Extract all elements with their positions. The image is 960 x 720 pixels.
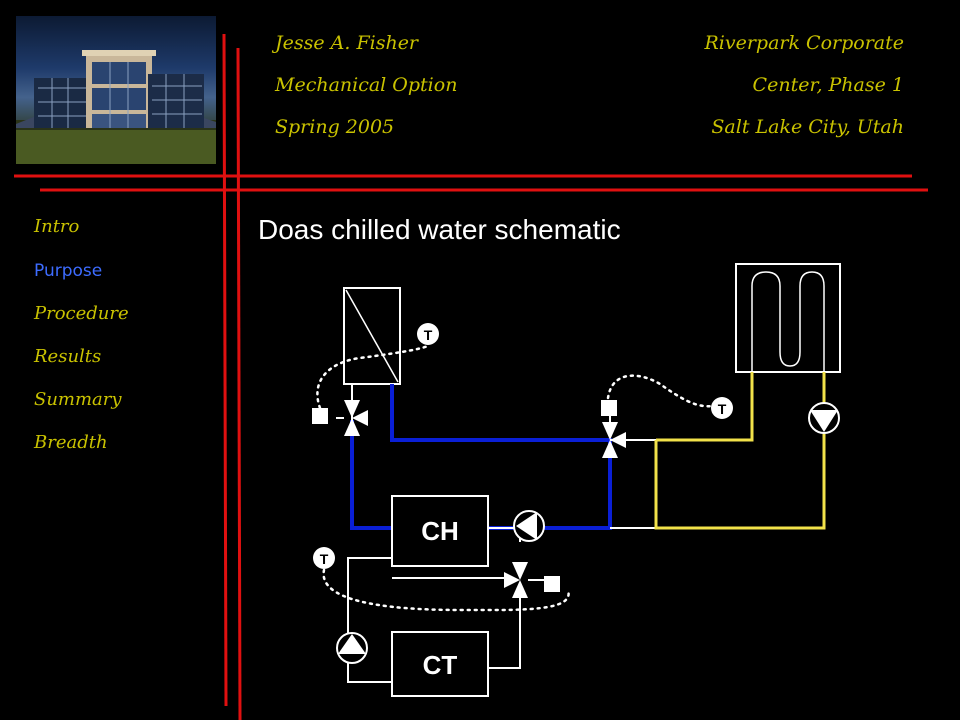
project-name-line1: Riverpark Corporate xyxy=(704,32,904,54)
load-coil xyxy=(735,263,841,373)
chiller-label: CH xyxy=(421,516,459,546)
sensor-label: T xyxy=(718,401,727,417)
load-loop xyxy=(654,372,826,530)
nav-item-breadth[interactable]: Breadth xyxy=(34,432,108,453)
pump-chilled-water xyxy=(513,510,545,542)
cooling-tower: CT xyxy=(391,631,489,697)
nav-item-purpose[interactable]: Purpose xyxy=(34,261,103,281)
sensor-label: T xyxy=(320,551,329,567)
nav-item-procedure[interactable]: Procedure xyxy=(34,303,129,324)
cooling-tower-label: CT xyxy=(423,650,458,680)
temperature-sensor-load: T xyxy=(711,397,733,419)
nav-item-summary[interactable]: Summary xyxy=(34,389,122,410)
term-label: Spring 2005 xyxy=(275,116,395,138)
building-illustration xyxy=(16,50,216,164)
valve-coil xyxy=(312,400,368,436)
control-signal-lines xyxy=(316,344,714,612)
temperature-sensor-coil: T xyxy=(417,323,439,345)
chiller: CH xyxy=(391,495,489,567)
project-location: Salt Lake City, Utah xyxy=(711,116,904,138)
pump-condenser xyxy=(336,632,368,664)
cooling-coil xyxy=(343,287,401,385)
slide-title: Doas chilled water schematic xyxy=(258,214,621,245)
author-name: Jesse A. Fisher xyxy=(275,32,419,54)
valve-load xyxy=(601,400,626,458)
valve-condenser xyxy=(504,562,560,598)
white-piping xyxy=(347,384,656,683)
project-name-line2: Center, Phase 1 xyxy=(752,74,904,96)
sensor-label: T xyxy=(424,327,433,343)
building-photo xyxy=(16,16,216,164)
nav-item-results[interactable]: Results xyxy=(34,346,102,367)
nav-item-intro[interactable]: Intro xyxy=(34,216,80,237)
option-label: Mechanical Option xyxy=(275,74,458,96)
temperature-sensor-condenser: T xyxy=(313,547,335,569)
pump-load xyxy=(808,402,840,434)
